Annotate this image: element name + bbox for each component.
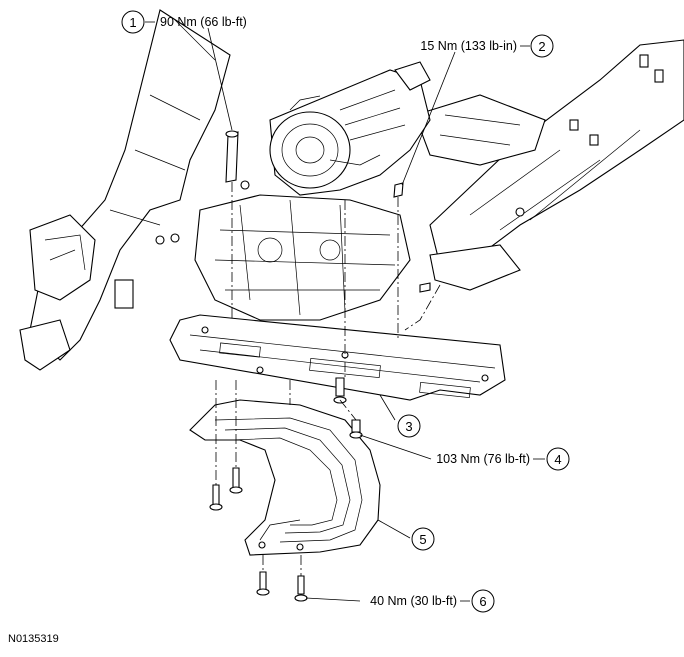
- lower-bolts: [209, 377, 363, 602]
- callout-3: 3: [397, 414, 421, 438]
- callout-5: 5: [411, 527, 435, 551]
- callout-1-circle: [121, 10, 145, 34]
- right-frame-rail: [414, 39, 684, 291]
- left-frame-rail: [19, 9, 231, 371]
- callout-3-circle: [397, 414, 421, 438]
- callout-1: 1 90 Nm (66 lb-ft): [121, 10, 247, 34]
- callout-2-number: 2: [538, 39, 545, 54]
- callout-2-circle: [530, 34, 554, 58]
- callout-6-torque: 40 Nm (30 lb-ft): [370, 594, 457, 608]
- callout-5-circle: [411, 527, 435, 551]
- callout-6-number: 6: [479, 594, 486, 609]
- figure-id: N0135319: [8, 633, 59, 645]
- leader-lines: [145, 21, 545, 602]
- engine-assembly: [194, 61, 431, 321]
- callout-4-torque: 103 Nm (76 lb-ft): [436, 452, 530, 466]
- callout-4: 4 103 Nm (76 lb-ft): [436, 447, 570, 471]
- callout-1-torque: 90 Nm (66 lb-ft): [160, 15, 247, 29]
- callout-5-number: 5: [419, 532, 426, 547]
- upper-bolts: [155, 130, 525, 293]
- callout-3-number: 3: [405, 419, 412, 434]
- callout-6-circle: [471, 589, 495, 613]
- callout-4-number: 4: [554, 452, 561, 467]
- alignment-lines: [215, 182, 441, 576]
- callout-2-torque: 15 Nm (133 lb-in): [420, 39, 517, 53]
- callout-1-number: 1: [129, 15, 136, 30]
- callout-4-circle: [546, 447, 570, 471]
- callout-6: 6 40 Nm (30 lb-ft): [370, 589, 495, 613]
- callout-2: 2 15 Nm (133 lb-in): [420, 34, 554, 58]
